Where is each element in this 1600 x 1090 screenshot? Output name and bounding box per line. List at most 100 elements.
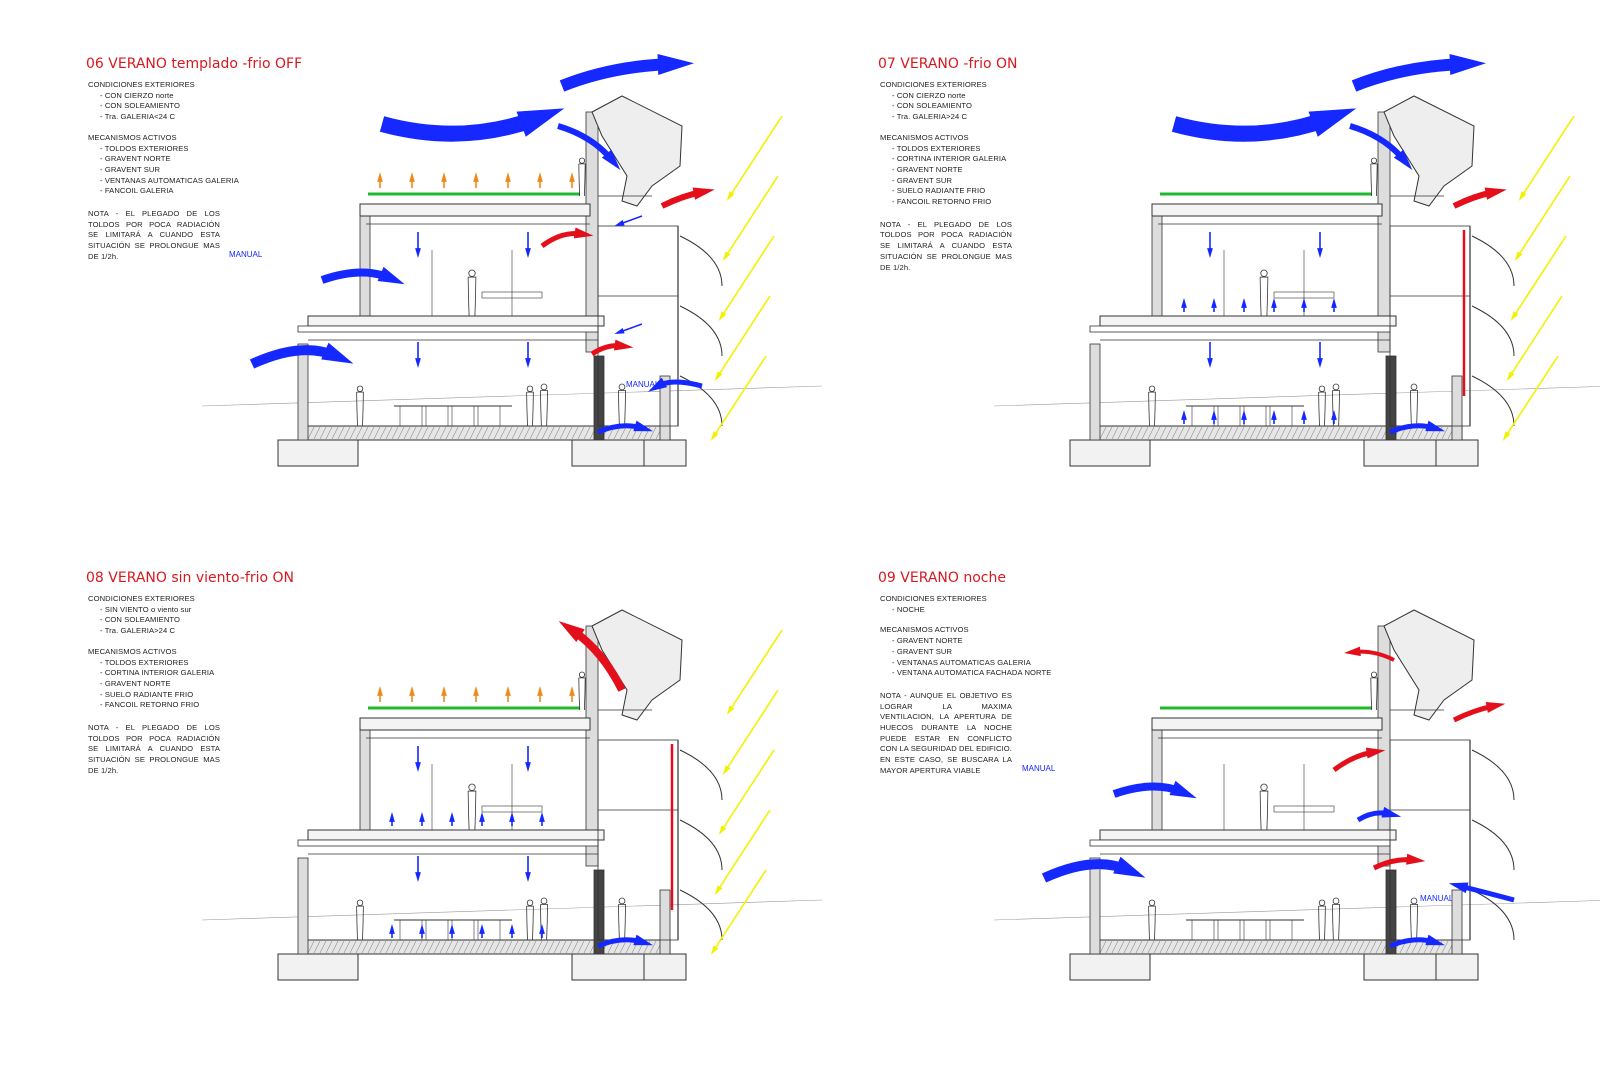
mechanism-item: - TOLDOS EXTERIORES <box>892 143 981 153</box>
sun-ray-head <box>1506 371 1515 382</box>
slab-hatch <box>487 940 495 954</box>
slab-hatch <box>1123 940 1131 954</box>
slab-hatch <box>1219 426 1227 440</box>
slab-hatch <box>1333 940 1341 954</box>
air-down-arrow-head <box>525 358 531 368</box>
building-section-drawing <box>993 609 1600 981</box>
sun-ray <box>1521 115 1575 197</box>
slab-hatch <box>547 940 555 954</box>
person-figure <box>1148 899 1156 941</box>
slab-hatch <box>1243 426 1251 440</box>
panel-06: 06 VERANO templado -frio OFF CONDICIONES… <box>86 53 866 576</box>
condition-item: - Tra. GALERIA>24 C <box>892 112 968 122</box>
mechanism-item: - VENTANAS AUTOMATICAS GALERIA <box>100 175 239 185</box>
person-figure <box>1148 385 1156 427</box>
north-wall-upper <box>359 717 371 831</box>
first-floor-slab <box>1099 315 1397 327</box>
slab-hatch <box>367 940 375 954</box>
slab-hatch <box>649 940 657 954</box>
slab-hatch <box>619 940 627 954</box>
slab-hatch <box>1327 940 1335 954</box>
person-figure <box>526 385 534 427</box>
condition-item: - CON CIERZO norte <box>892 90 966 100</box>
condition-item: - CON CIERZO norte <box>100 90 174 100</box>
mechanism-item: - CORTINA INTERIOR GALERIA <box>100 668 215 678</box>
slab-hatch <box>1141 940 1149 954</box>
slab-hatch <box>367 426 375 440</box>
slab-hatch <box>1237 426 1245 440</box>
bench <box>425 405 449 427</box>
slab-hatch <box>1369 426 1377 440</box>
slab-hatch <box>1339 426 1347 440</box>
slab-hatch <box>433 426 441 440</box>
wind-arrow-head <box>1448 882 1469 894</box>
slab-hatch <box>385 426 393 440</box>
slab-hatch <box>1153 940 1161 954</box>
slab-hatch <box>373 940 381 954</box>
awning <box>1471 749 1515 801</box>
slab-hatch <box>559 426 567 440</box>
slab-hatch <box>319 426 327 440</box>
foundation <box>277 439 359 467</box>
person-figure <box>618 897 626 941</box>
central-wall-dark <box>1385 869 1397 955</box>
slab-hatch <box>1147 426 1155 440</box>
evaporation-arrow-head <box>441 686 447 696</box>
slab-hatch <box>1141 426 1149 440</box>
floor-cool-arrow-head <box>1211 410 1217 420</box>
condition-item: - CON SOLEAMIENTO <box>100 615 181 625</box>
foundation <box>643 953 687 981</box>
panel-08: 08 VERANO sin viento-frio ON CONDICIONES… <box>86 570 866 1090</box>
slab-hatch <box>313 940 321 954</box>
slab-hatch <box>1297 940 1305 954</box>
air-down-arrow-head <box>1207 358 1213 368</box>
slab-hatch <box>373 426 381 440</box>
evaporation-arrow-head <box>569 686 575 696</box>
sun-ray-head <box>710 431 719 442</box>
slab-hatch <box>613 426 621 440</box>
wind-arrow-head <box>321 342 354 364</box>
slab-hatch <box>583 940 591 954</box>
slab-hatch <box>1099 940 1107 954</box>
conditions-heading: CONDICIONES EXTERIORES <box>880 80 987 89</box>
slab-hatch <box>415 940 423 954</box>
floor-cool-arrow-head <box>479 924 485 934</box>
bench <box>1243 919 1267 941</box>
slab-hatch <box>1291 940 1299 954</box>
foundation <box>571 953 653 981</box>
slab-hatch <box>1255 940 1263 954</box>
panel-info: CONDICIONES EXTERIORES - CON CIERZO nort… <box>88 80 239 263</box>
conditions-heading: CONDICIONES EXTERIORES <box>880 594 987 603</box>
evaporation-arrow-head <box>377 686 383 696</box>
sun-ray-head <box>714 885 723 896</box>
person-figure <box>1318 899 1326 941</box>
mechanisms-heading: MECANISMOS ACTIVOS <box>88 132 177 142</box>
awning <box>679 375 723 427</box>
air-arrow-head <box>614 327 625 335</box>
person-figure <box>1370 671 1378 711</box>
slab-hatch <box>1321 940 1329 954</box>
slab-hatch <box>475 426 483 440</box>
floor-cool-arrow-head <box>1331 298 1337 308</box>
slab-hatch <box>511 426 519 440</box>
manual-label: MANUAL <box>626 380 660 389</box>
slab-hatch <box>619 426 627 440</box>
warm-arrow-head <box>613 339 634 351</box>
sun-ray <box>721 749 775 831</box>
mechanisms-heading: MECANISMOS ACTIVOS <box>880 625 969 635</box>
panel-info: CONDICIONES EXTERIORES - NOCHE MECANISMO… <box>880 594 1051 777</box>
slab-hatch <box>1105 426 1113 440</box>
slab-hatch <box>475 940 483 954</box>
roof-slab <box>359 203 591 217</box>
slab-hatch <box>1333 426 1341 440</box>
slab-hatch <box>427 940 435 954</box>
mechanism-item: - FANCOIL GALERIA <box>100 186 174 196</box>
floor-cool-arrow-head <box>389 924 395 934</box>
evaporation-arrow-head <box>537 686 543 696</box>
north-wall-ground <box>297 343 309 441</box>
slab-hatch <box>1441 426 1449 440</box>
floor-air-arrow-head <box>1425 420 1446 432</box>
slab-hatch <box>1375 940 1383 954</box>
slab-hatch <box>1273 426 1281 440</box>
slab-hatch <box>1153 426 1161 440</box>
